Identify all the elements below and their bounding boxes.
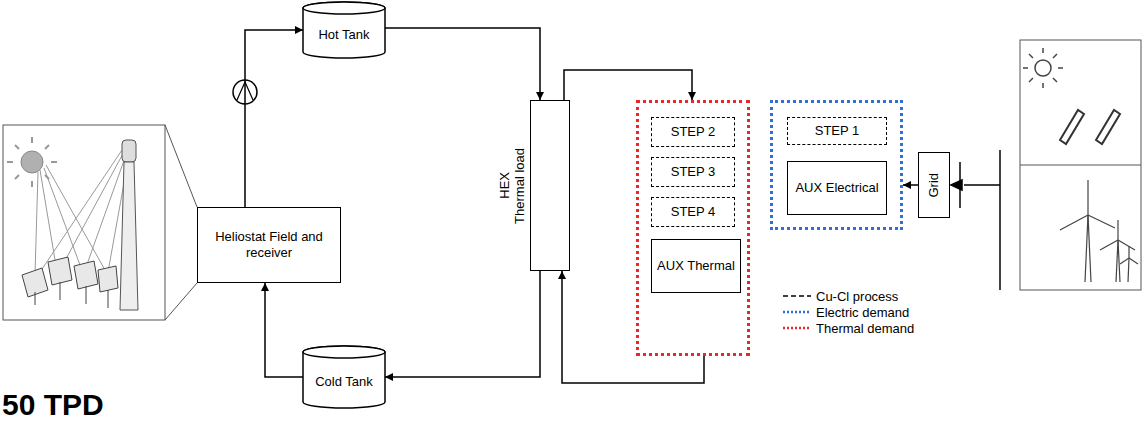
legend-text: Electric demand	[816, 305, 909, 320]
flow-arrow	[385, 28, 540, 100]
node-label: HEX	[497, 172, 513, 199]
process-box: AUX Thermal	[651, 239, 741, 293]
node-label: AUX Electrical	[792, 180, 881, 196]
node-label: Cold Tank	[312, 374, 376, 390]
capacity-label: 50 TPD	[2, 388, 104, 421]
node-label: STEP 2	[668, 124, 719, 140]
process-box: AUX Electrical	[787, 161, 887, 215]
grid-bus	[951, 150, 1000, 290]
legend-sample	[782, 308, 812, 316]
tank: Hot Tank	[303, 2, 385, 58]
heliostat-illustration	[3, 125, 197, 320]
flow-arrow	[564, 70, 692, 100]
node-label: Heliostat Field and receiver	[198, 229, 340, 260]
process-box: STEP 3	[651, 157, 735, 187]
legend-text: Thermal demand	[816, 321, 914, 336]
node-label: STEP 3	[668, 164, 719, 180]
electric-demand-group: STEP 1 AUX Electrical	[770, 100, 903, 230]
flow-arrow	[265, 283, 303, 377]
node-label: Hot Tank	[315, 27, 372, 43]
legend-item: Cu-Cl process	[782, 288, 914, 304]
node-label: Grid	[926, 173, 942, 198]
legend-item: Thermal demand	[782, 320, 914, 336]
node-label: STEP 4	[668, 204, 719, 220]
process-box: STEP 4	[651, 197, 735, 227]
flow-arrow	[245, 30, 303, 207]
process-box: STEP 2	[651, 117, 735, 147]
flow-arrow	[903, 184, 918, 186]
tank: Cold Tank	[303, 346, 385, 408]
legend-text: Cu-Cl process	[816, 289, 898, 304]
process-box: STEP 1	[787, 117, 887, 145]
legend-sample	[782, 292, 812, 300]
heat-exchanger: HEXThermal load	[530, 100, 570, 271]
legend-item: Electric demand	[782, 304, 914, 320]
legend-sample	[782, 324, 812, 332]
node-label: AUX Thermal	[654, 258, 738, 274]
thermal-demand-group: STEP 2 STEP 3 STEP 4 AUX Thermal	[636, 100, 750, 356]
grid-box: Grid	[918, 152, 950, 218]
renewables-illustration	[1020, 40, 1141, 290]
flow-arrow	[385, 271, 540, 377]
node-label: Thermal load	[512, 148, 528, 224]
node-label: STEP 1	[812, 123, 863, 139]
process-box: Heliostat Field and receiver	[197, 207, 341, 283]
legend: Cu-Cl processElectric demandThermal dema…	[782, 288, 914, 336]
